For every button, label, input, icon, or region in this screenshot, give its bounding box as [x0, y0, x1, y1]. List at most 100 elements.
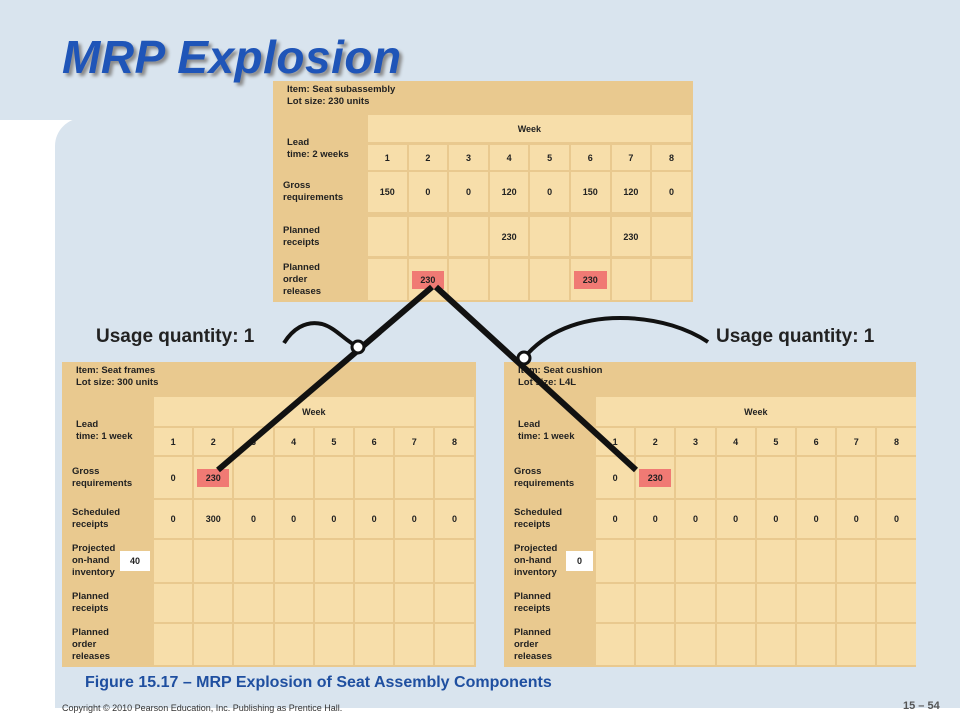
right-cell-r4-c5	[797, 624, 836, 665]
right-cell-r2-c3	[716, 540, 755, 582]
right-cell-r4-c2	[676, 624, 715, 665]
left-cell-r0-c5	[355, 457, 394, 498]
right-cell-r3-c1	[636, 584, 675, 622]
top-cell-r1-c5	[571, 217, 610, 256]
left-cell-r0-c6	[395, 457, 434, 498]
left-cell-r0-c3	[274, 457, 313, 498]
left-cell-r2-c1	[194, 540, 233, 582]
top-highlight-r2-c5: 230	[574, 270, 607, 289]
right-cell-r1-c1: 0	[636, 500, 675, 538]
page-number: 15 – 54	[903, 700, 940, 712]
top-week-7: 7	[611, 145, 651, 170]
left-cell-r2-c3	[274, 540, 313, 582]
top-cell-r1-c7	[652, 217, 691, 256]
left-highlight-r0-c1: 230	[197, 468, 230, 487]
right-week-3: 3	[676, 428, 715, 455]
top-cell-r0-c3: 120	[489, 172, 529, 212]
right-cell-r1-c7: 0	[877, 500, 916, 538]
left-cell-r1-c3: 0	[274, 500, 313, 538]
top-cell-r0-c7: 0	[652, 172, 691, 212]
right-cell-r3-c4	[756, 584, 795, 622]
top-cell-r1-c6: 230	[611, 217, 651, 256]
right-highlight-r0-c1: 230	[639, 468, 672, 487]
usage-quantity-right: Usage quantity: 1	[716, 326, 875, 347]
top-cell-r2-c2	[449, 259, 488, 300]
top-cell-r0-c5: 150	[571, 172, 610, 212]
top-cell-r0-c4: 0	[530, 172, 569, 212]
right-cell-r2-c1	[636, 540, 675, 582]
top-cell-r0-c1: 0	[408, 172, 448, 212]
top-cell-r2-c3	[489, 259, 529, 300]
left-cell-r1-c7: 0	[435, 500, 474, 538]
copyright-notice: Copyright © 2010 Pearson Education, Inc.…	[62, 703, 343, 713]
top-cell-r2-c7	[652, 259, 691, 300]
right-week-header: Week	[596, 397, 916, 426]
top-week-2: 2	[408, 145, 448, 170]
right-cell-r0-c6	[837, 457, 876, 498]
top-cell-r1-c3: 230	[489, 217, 529, 256]
right-cell-r0-c3	[716, 457, 755, 498]
right-item-label: Item: Seat cushion	[518, 365, 603, 376]
right-week-4: 4	[716, 428, 755, 455]
right-cell-r4-c3	[716, 624, 755, 665]
left-cell-r2-c5	[355, 540, 394, 582]
right-cell-r2-c4	[756, 540, 795, 582]
top-cell-r1-c1	[408, 217, 448, 256]
left-cell-r4-c1	[194, 624, 233, 665]
left-week-7: 7	[395, 428, 434, 455]
left-cell-r2-c2	[234, 540, 273, 582]
top-week-8: 8	[652, 145, 691, 170]
left-cell-r3-c1	[194, 584, 233, 622]
right-starting-inventory: 0	[566, 551, 593, 571]
left-cell-r2-c7	[435, 540, 474, 582]
left-week-2: 2	[194, 428, 233, 455]
right-cell-r3-c2	[676, 584, 715, 622]
top-lot-size: Lot size: 230 units	[287, 96, 370, 107]
slide-title: MRP Explosion	[62, 31, 402, 83]
left-cell-r0-c0: 0	[154, 457, 193, 498]
top-cell-r1-c2	[449, 217, 488, 256]
right-lot-size: Lot size: L4L	[518, 377, 577, 388]
left-cell-r1-c2: 0	[234, 500, 273, 538]
right-cell-r3-c0	[596, 584, 635, 622]
left-cell-r1-c4: 0	[314, 500, 353, 538]
left-cell-r4-c6	[395, 624, 434, 665]
left-week-3: 3	[234, 428, 273, 455]
left-cell-r3-c2	[234, 584, 273, 622]
right-cell-r0-c4	[756, 457, 795, 498]
top-week-1: 1	[368, 145, 407, 170]
left-week-4: 4	[274, 428, 313, 455]
top-week-header: Week	[368, 115, 691, 142]
left-cell-r4-c5	[355, 624, 394, 665]
right-week-2: 2	[636, 428, 675, 455]
right-cell-r1-c0: 0	[596, 500, 635, 538]
usage-quantity-left: Usage quantity: 1	[96, 326, 255, 347]
right-cell-r0-c5	[797, 457, 836, 498]
top-week-3: 3	[449, 145, 488, 170]
right-cell-r4-c1	[636, 624, 675, 665]
left-week-6: 6	[355, 428, 394, 455]
right-cell-r0-c2	[676, 457, 715, 498]
left-cell-r2-c4	[314, 540, 353, 582]
left-cell-r3-c0	[154, 584, 193, 622]
left-cell-r4-c0	[154, 624, 193, 665]
right-cell-r4-c4	[756, 624, 795, 665]
right-week-7: 7	[837, 428, 876, 455]
left-item-label: Item: Seat frames	[76, 365, 156, 376]
right-cell-r4-c6	[837, 624, 876, 665]
left-starting-inventory: 40	[120, 551, 150, 571]
left-cell-r1-c5: 0	[355, 500, 394, 538]
top-week-6: 6	[571, 145, 610, 170]
left-cell-r1-c1: 300	[194, 500, 233, 538]
left-cell-r3-c5	[355, 584, 394, 622]
